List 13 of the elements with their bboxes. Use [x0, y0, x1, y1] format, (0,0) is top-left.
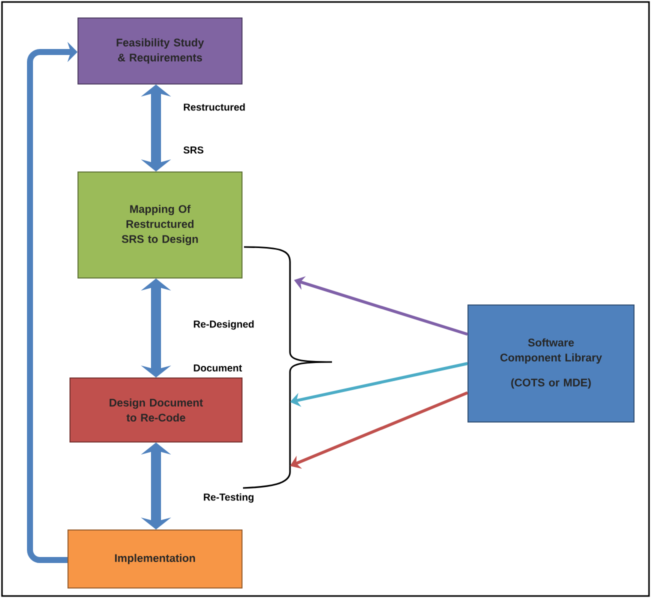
text-label: Restructured	[184, 103, 245, 111]
process-box: Software Component Library (COTS or MDE)	[468, 304, 634, 422]
process-box: Feasibility Study & Requirements	[78, 18, 242, 84]
arrow	[140, 278, 172, 378]
arrow	[140, 442, 172, 530]
process-box: Mapping Of Restructured SRS to Design	[78, 172, 242, 278]
arrow	[27, 42, 78, 563]
process-box: Design Document to Re-Code	[70, 378, 242, 442]
text-label: Re-Designed	[194, 320, 254, 330]
text-label: SRS	[184, 146, 204, 154]
process-box: Implementation	[68, 530, 242, 588]
arrow	[140, 84, 172, 172]
text-label: Re-Testing	[204, 493, 254, 503]
